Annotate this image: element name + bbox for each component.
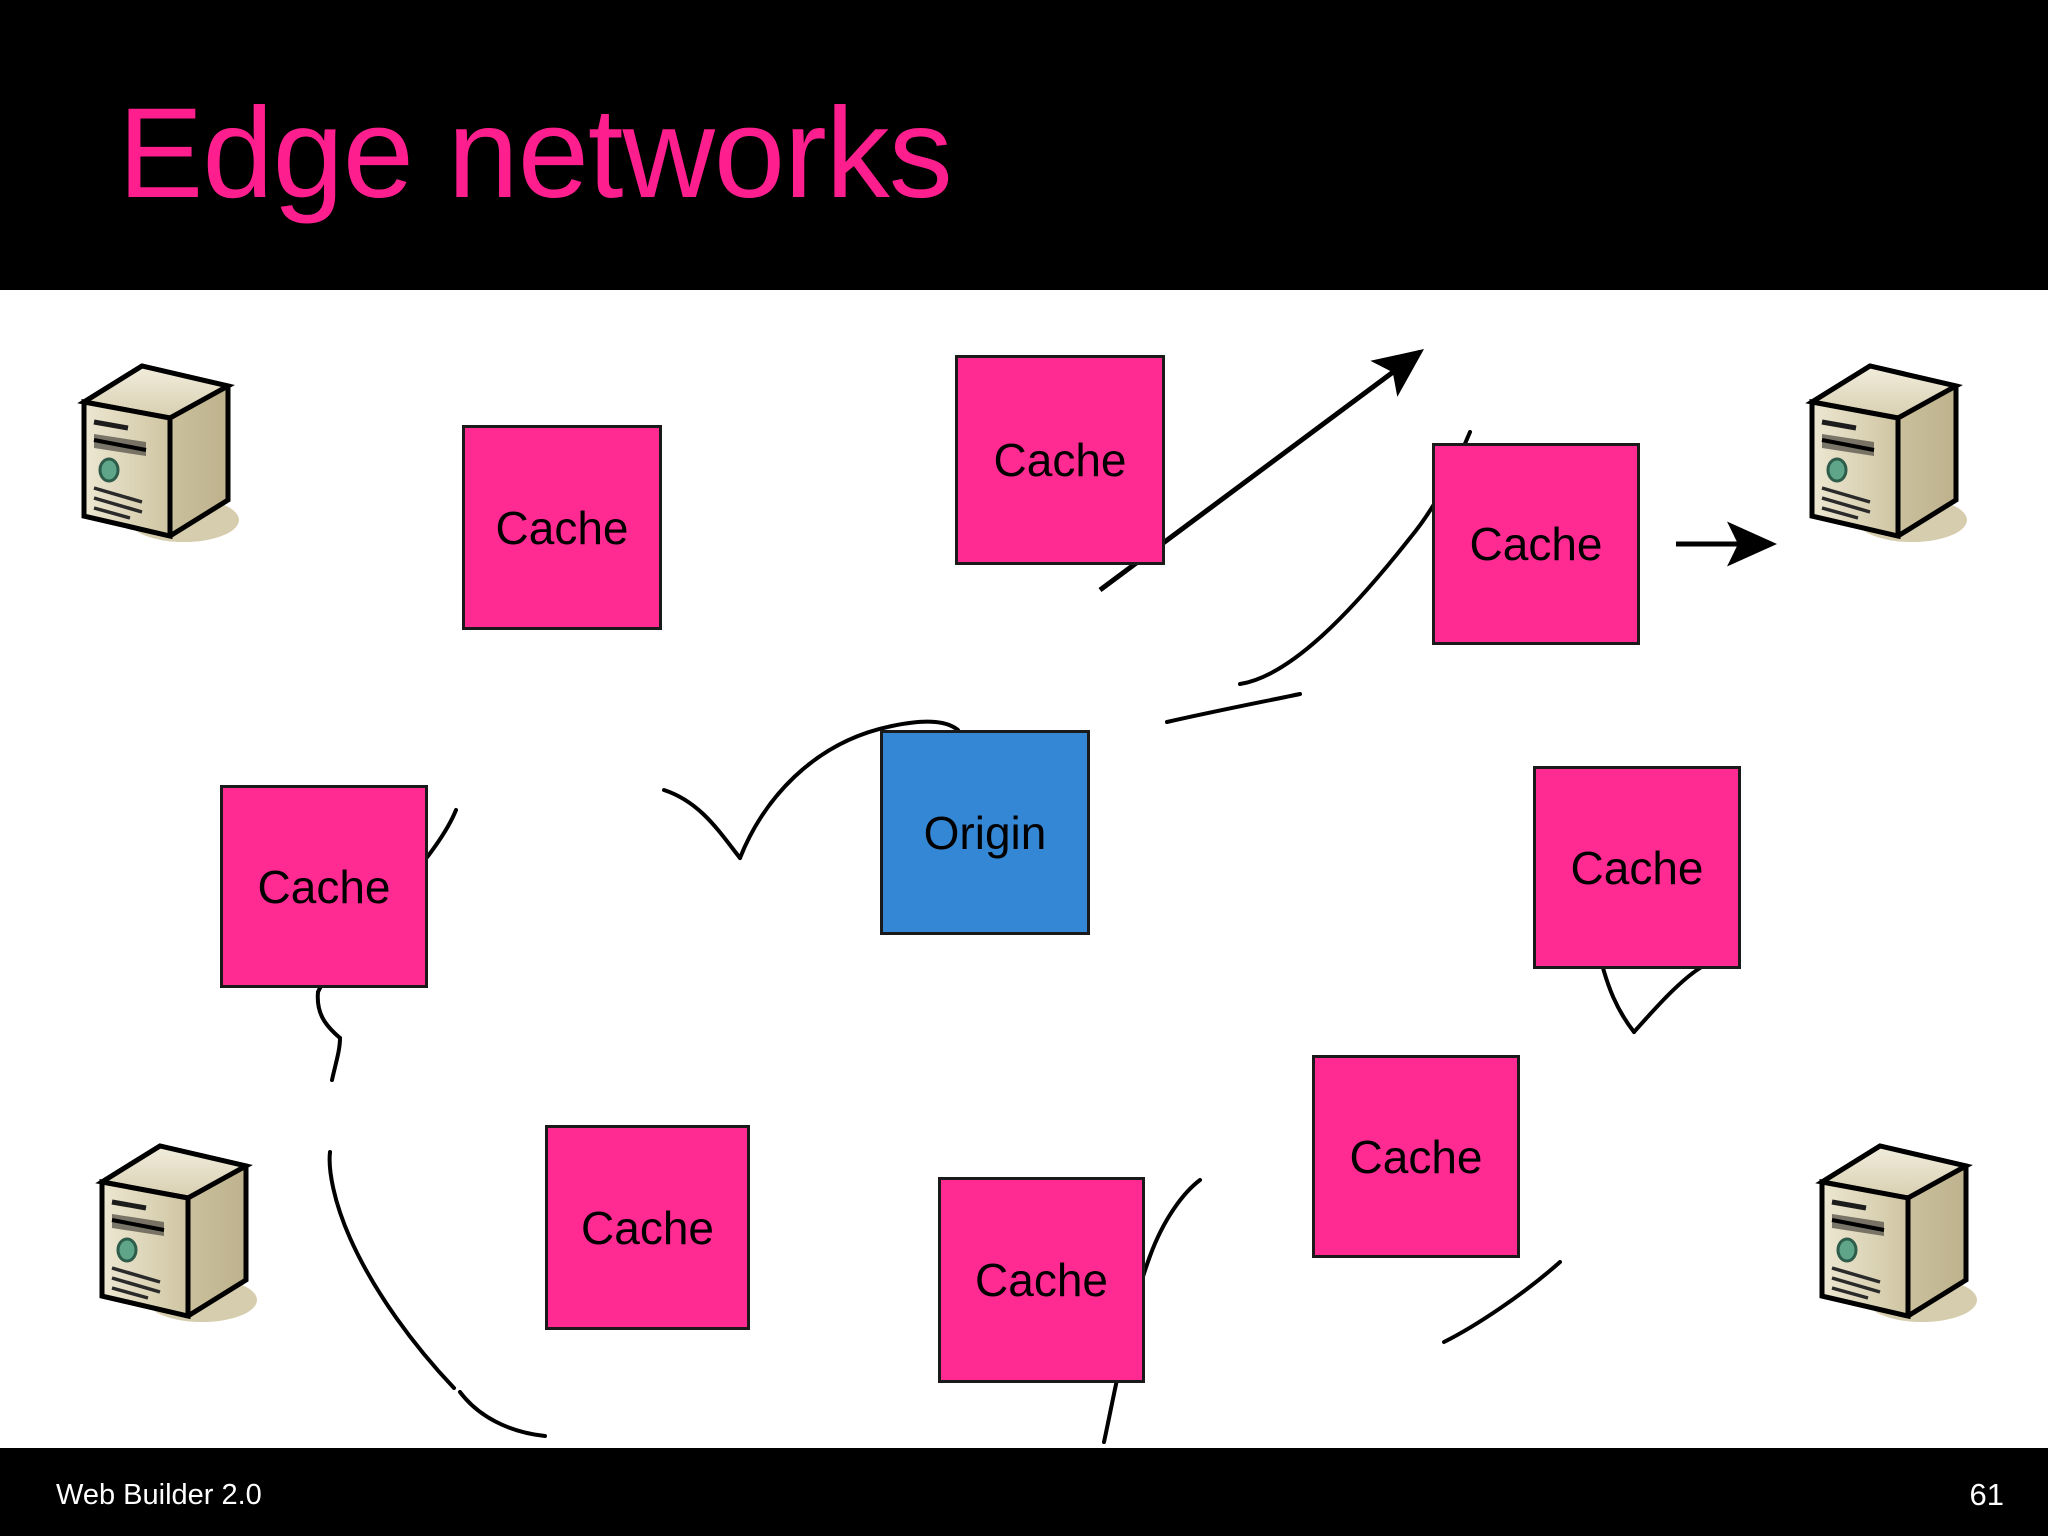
- page-title: Edge networks: [118, 82, 953, 225]
- cloud-arc-f: [1632, 966, 1702, 1034]
- node-label: Cache: [495, 501, 629, 554]
- footer-bar: [0, 1448, 2048, 1536]
- node-label: Cache: [257, 860, 391, 913]
- cache-top-center[interactable]: Cache: [955, 355, 1165, 565]
- node-label: Origin: [923, 806, 1047, 859]
- diagram-canvas: Cache Cache Cache Cache Cache Cache Cach…: [0, 290, 2048, 1448]
- cloud-arc-g: [1442, 1260, 1562, 1344]
- node-label: Cache: [1570, 841, 1704, 894]
- node-label: Cache: [1349, 1130, 1483, 1183]
- server-top-right[interactable]: [1800, 360, 1970, 550]
- page-number: 61: [1969, 1477, 2004, 1512]
- server-bottom-left[interactable]: [90, 1140, 260, 1330]
- cache-bottom-center[interactable]: Cache: [938, 1177, 1145, 1383]
- cache-middle-right[interactable]: Cache: [1533, 766, 1741, 969]
- cache-bottom-left[interactable]: Cache: [545, 1125, 750, 1330]
- cloud-arc-group: [315, 430, 1702, 1444]
- cloud-arc-i: [1102, 1178, 1202, 1444]
- cache-bottom-right[interactable]: Cache: [1312, 1055, 1520, 1258]
- node-label: Cache: [1469, 518, 1603, 570]
- cache-middle-left[interactable]: Cache: [220, 785, 428, 988]
- footer-brand: Web Builder 2.0: [56, 1479, 262, 1511]
- node-label: Cache: [993, 434, 1127, 486]
- cloud-arc-c: [1165, 692, 1302, 724]
- cloud-arc-n: [330, 1036, 342, 1082]
- server-top-left[interactable]: [72, 360, 242, 550]
- cache-top-right[interactable]: Cache: [1432, 443, 1640, 645]
- cloud-arc-m: [327, 1150, 456, 1390]
- cloud-arc-l: [458, 1390, 547, 1438]
- server-bottom-right[interactable]: [1810, 1140, 1980, 1330]
- origin-node[interactable]: Origin: [880, 730, 1090, 935]
- node-label: Cache: [975, 1254, 1108, 1306]
- cloud-arc-o: [315, 990, 342, 1040]
- title-bar: [0, 0, 2048, 290]
- cloud-arc-b: [738, 719, 960, 860]
- cloud-arc-a: [662, 788, 742, 860]
- cloud-outline-svg: [315, 349, 1777, 1444]
- node-label: Cache: [581, 1201, 714, 1254]
- cache-top-left[interactable]: Cache: [462, 425, 662, 630]
